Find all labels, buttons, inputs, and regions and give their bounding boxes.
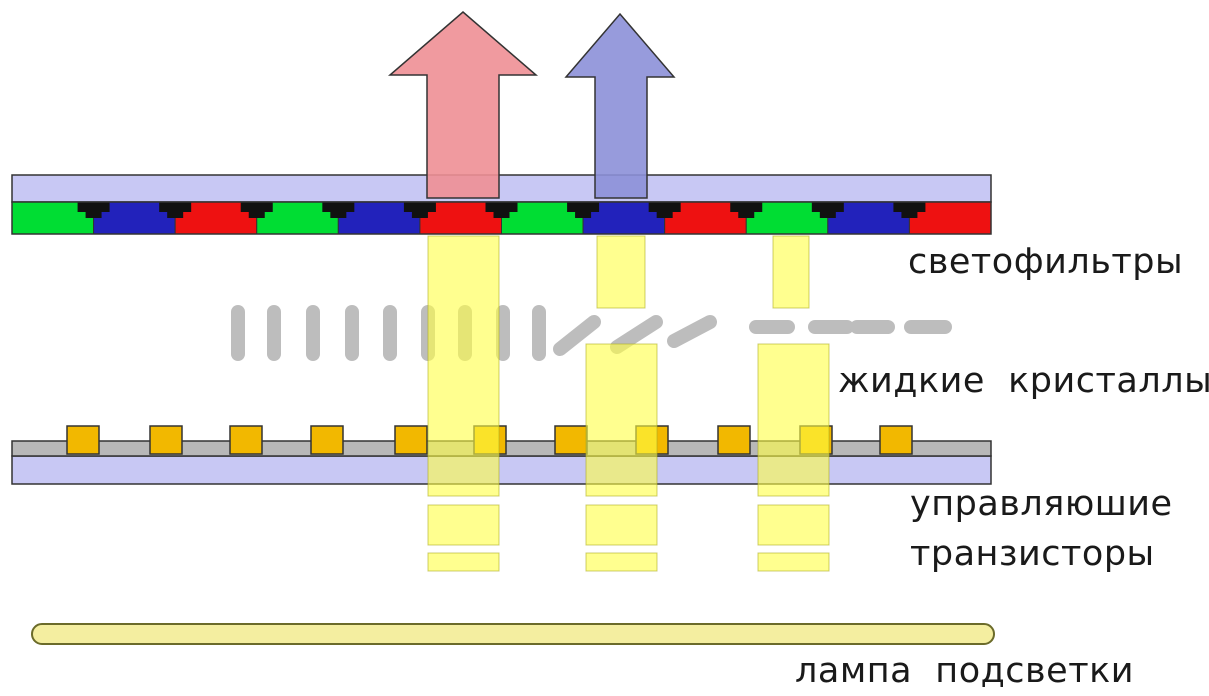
crystal-tilted <box>667 315 717 348</box>
light-beam-segment <box>585 504 658 546</box>
label-liquid-crystals: жидкие кристаллы <box>838 361 1209 401</box>
transistor <box>879 425 913 455</box>
label-control-transistors-line1: управляюшие <box>910 484 1173 524</box>
light-beam-segment <box>757 504 830 546</box>
bottom-glass <box>11 455 992 485</box>
backlight-lamp <box>31 623 995 645</box>
red-light-arrow <box>387 11 539 199</box>
black-matrix-separator <box>240 202 273 218</box>
label-backlight-lamp: лампа подсветки <box>795 651 1134 691</box>
filter-strip-outline <box>11 201 992 235</box>
transistor <box>149 425 183 455</box>
black-matrix-separator <box>648 202 681 218</box>
light-beam-segment <box>772 235 810 309</box>
transistor <box>310 425 344 455</box>
black-matrix-separator <box>159 202 192 218</box>
light-beam-segment <box>596 235 646 309</box>
transistor <box>554 425 588 455</box>
black-matrix-separator <box>77 202 110 218</box>
color-filter-strip <box>11 201 992 235</box>
light-beam-segment <box>757 343 830 497</box>
label-control-transistors-line2: транзисторы <box>910 534 1155 574</box>
transistor <box>394 425 428 455</box>
label-color-filters: светофильтры <box>908 242 1184 282</box>
transistor <box>229 425 263 455</box>
black-matrix-separator <box>893 202 926 218</box>
light-beam-segment <box>585 343 658 497</box>
light-beams <box>427 235 830 572</box>
light-beam-segment <box>427 504 500 546</box>
blue-light-arrow <box>564 12 676 199</box>
black-matrix-separator <box>403 202 436 218</box>
light-beam-segment <box>757 552 830 572</box>
black-matrix-separator <box>730 202 763 218</box>
top-glass <box>11 174 992 203</box>
light-beam-segment <box>427 552 500 572</box>
crystal-tilted <box>610 315 663 354</box>
light-beam-segment <box>427 235 500 497</box>
transistor <box>66 425 100 455</box>
black-matrix-separator <box>811 202 844 218</box>
light-beam-segment <box>585 552 658 572</box>
black-matrix-separator <box>322 202 355 218</box>
crystal-tilted <box>553 315 601 356</box>
black-matrix-separator <box>485 202 518 218</box>
black-matrix-separator <box>567 202 600 218</box>
transistor <box>717 425 751 455</box>
